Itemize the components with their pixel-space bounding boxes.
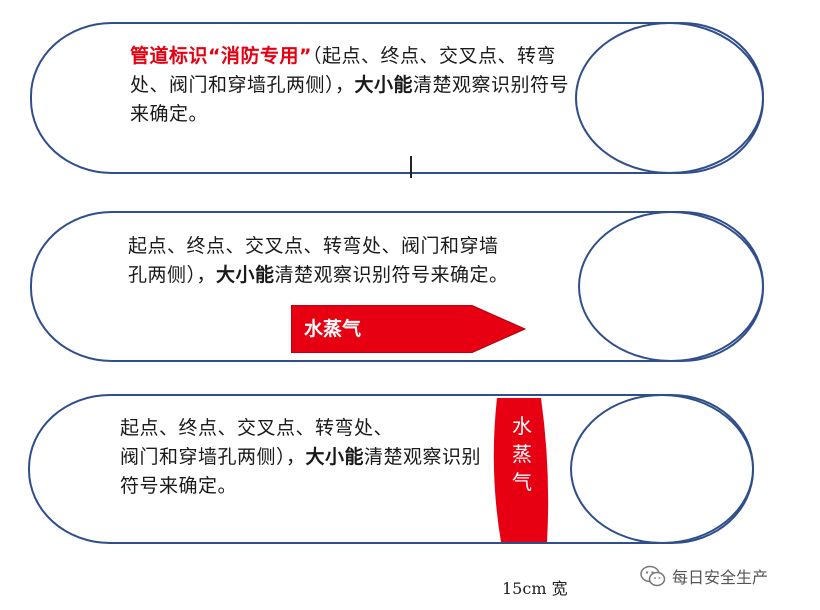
pipe-3-end-cap xyxy=(570,394,754,544)
separator-tick xyxy=(410,156,412,178)
band-width-label: 15cm 宽 xyxy=(502,579,568,598)
pipe-3-description: 起点、终点、交叉点、转弯处、阀门和穿墙孔两侧），大小能清楚观察识别符号来确定。 xyxy=(120,414,500,501)
pipe-2-line-1: 起点、终点、交叉点、转弯处、阀门和穿墙 xyxy=(128,235,499,257)
watermark: 每日安全生产 xyxy=(640,563,768,589)
pipe-2-end-cap xyxy=(578,211,764,362)
band-label: 水蒸气 xyxy=(512,414,532,494)
pipe-2-tail: 清楚观察识别符号来确定。 xyxy=(274,264,509,286)
pipe-3-tail: 清楚观察识别符号来确定。 xyxy=(120,446,482,497)
flow-direction-arrow xyxy=(291,305,527,353)
watermark-text: 每日安全生产 xyxy=(672,568,769,587)
wechat-icon xyxy=(640,565,666,587)
pipe-2-emphasis: 大小能 xyxy=(216,264,275,286)
pipe-1-emphasis: 大小能 xyxy=(354,74,414,96)
pipe-3-line-1: 起点、终点、交叉点、转弯处、 xyxy=(120,417,394,439)
pipe-2-description: 起点、终点、交叉点、转弯处、阀门和穿墙孔两侧），大小能清楚观察识别符号来确定。 xyxy=(128,232,588,290)
pipe-2-line-2: 孔两侧）， xyxy=(128,264,217,286)
pipe-1-body: （起点、终点、交叉点、转弯处、阀门和穿墙孔两侧）， xyxy=(130,45,556,96)
color-band xyxy=(493,398,549,542)
arrow-label: 水蒸气 xyxy=(304,318,362,340)
pipe-1-tail: 清楚观察识别符号来确定。 xyxy=(130,74,570,125)
pipe-3-line-2: 阀门和穿墙孔两侧）， xyxy=(120,446,306,468)
pipe-3-emphasis: 大小能 xyxy=(305,446,365,468)
pipe-1-end-cap xyxy=(575,22,764,174)
pipe-1-description: 管道标识“消防专用”（起点、终点、交叉点、转弯处、阀门和穿墙孔两侧），大小能清楚… xyxy=(130,42,585,129)
pipe-1-title: 管道标识“消防专用” xyxy=(130,45,312,67)
